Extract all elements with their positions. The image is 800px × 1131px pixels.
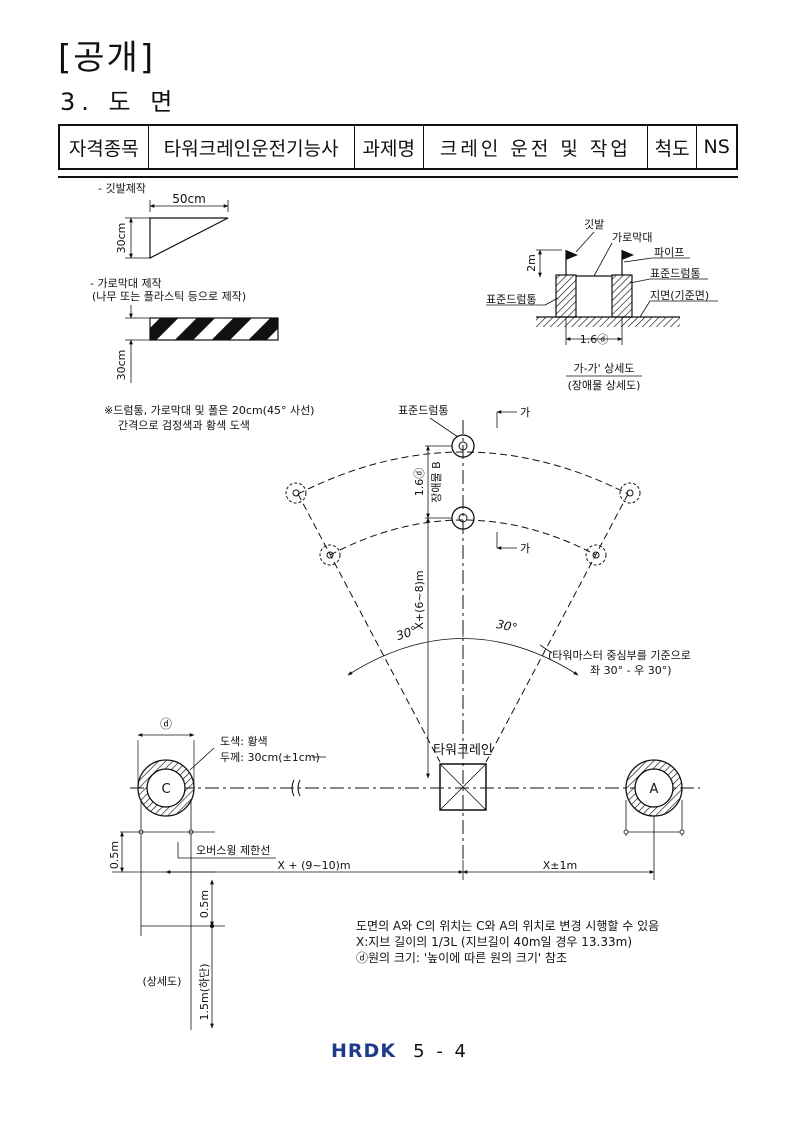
- circle-c-label: C: [161, 782, 170, 797]
- angle-note-line1: (타워마스터 중심부를 기준으로: [548, 649, 691, 662]
- bar-callout: 가로막대: [612, 231, 652, 244]
- flag-shape: [149, 217, 229, 259]
- task-label: 과제명: [353, 124, 424, 170]
- note-line2: X:지브 길이의 1/3L (지브길이 40m일 경우 13.33m): [356, 935, 632, 949]
- flag-left-icon: [566, 250, 578, 260]
- tower-crane: [439, 763, 487, 811]
- note-line3: ⓓ원의 크기: '높이에 따른 원의 크기' 참조: [356, 951, 567, 965]
- section-detail-subtitle: (장애물 상세도): [568, 379, 641, 392]
- bar-detail-subtitle: (나무 또는 플라스틱 등으로 제작): [92, 290, 246, 303]
- circle-a-label: A: [650, 782, 659, 797]
- drum-note-line2: 간격으로 검정색과 황색 도색: [118, 419, 250, 432]
- drum-outer-left: [285, 482, 307, 504]
- section-mark-bottom: 가: [520, 542, 530, 555]
- page-number: 5 - 4: [413, 1040, 469, 1062]
- bar-detail: - 가로막대 제작 (나무 또는 플라스틱 등으로 제작) 30cm: [90, 277, 279, 383]
- angle-note-line2: 좌 30° - 우 30°): [590, 664, 671, 677]
- footer: HRDK 5 - 4: [0, 1040, 800, 1062]
- drum-note-line1: ※드럼통, 가로막대 및 폴은 20cm(45° 사선): [104, 404, 314, 417]
- task-value: 크레인 운전 및 작업: [422, 124, 649, 170]
- drum-left: [555, 274, 577, 318]
- plan-spacing-label: 1.6ⓓ: [413, 468, 426, 497]
- drum-inner-left: [319, 544, 341, 566]
- drum-left-callout: 표준드럼통: [486, 293, 537, 306]
- flag-right-icon: [622, 250, 634, 260]
- detail-half-m-label: 0.5m: [198, 890, 211, 918]
- flag-detail-title: - 깃발제작: [98, 182, 146, 195]
- ground-callout: 지면(기준면): [650, 289, 709, 302]
- obstacle-b-label: 장애물 B: [430, 461, 443, 502]
- dist-right-label: X±1m: [543, 859, 577, 872]
- pipe-callout: 파이프: [654, 246, 684, 259]
- radial-label: X+(6~8)m: [413, 570, 426, 629]
- field-value: 타워크레인운전기능사: [147, 124, 355, 170]
- scale-value: NS: [696, 124, 738, 170]
- drum-outer-right: [619, 482, 641, 504]
- diameter-label: ⓓ: [160, 717, 172, 731]
- drum-inner-right: [585, 544, 607, 566]
- overswing-label: 오버스윙 제한선: [196, 844, 270, 857]
- section-height-label: 2m: [525, 254, 538, 272]
- flag-detail: - 깃발제작 50cm 30cm: [98, 182, 229, 259]
- flag-callout: 깃발: [584, 218, 604, 231]
- field-label: 자격종목: [58, 124, 149, 170]
- section-mark-top: 가: [520, 406, 530, 419]
- drum-right-callout: 표준드럼통: [650, 267, 701, 280]
- bar-height-label: 30cm: [115, 350, 128, 381]
- section-title: 3. 도 면: [60, 88, 179, 116]
- section-width-label: 1.6ⓓ: [580, 333, 609, 346]
- hrdk-logo: HRDK: [331, 1040, 397, 1062]
- flag-width-label: 50cm: [172, 192, 206, 206]
- angle-left-label: 30°: [394, 623, 419, 643]
- detail-title: (상세도): [143, 975, 182, 988]
- plan-view: 표준드럼통 가 가: [108, 404, 700, 1030]
- crane-label: 타워크레인: [433, 743, 493, 758]
- info-table: 자격종목 타워크레인운전기능사 과제명 크레인 운전 및 작업 척도 NS: [58, 124, 738, 170]
- scale-label: 척도: [646, 124, 698, 170]
- thickness-label: 두께: 30cm(±1cm): [220, 751, 320, 764]
- header-divider: [58, 176, 738, 178]
- angle-right-label: 30°: [495, 617, 519, 635]
- flag-height-label: 30cm: [115, 223, 128, 254]
- drum-right: [611, 274, 633, 318]
- target-circle-a: A: [625, 759, 683, 817]
- striped-bar: [149, 317, 279, 341]
- section-detail: 2m 1.6ⓓ 깃발 가로막대 파이프 표준드럼통 지면(기준면) 표준드럼통 …: [486, 218, 718, 392]
- bar-detail-title: - 가로막대 제작: [90, 277, 162, 290]
- plan-drum-label: 표준드럼통: [398, 404, 449, 417]
- dist-left-label: X + (9~10)m: [277, 859, 350, 872]
- note-line1: 도면의 A와 C의 위치는 C와 A의 위치로 변경 시행할 수 있음: [356, 918, 659, 933]
- paint-label: 도색: 황색: [220, 735, 268, 748]
- detail-bottom-label: 1.5m(하단): [197, 963, 211, 1020]
- target-circle-c: C: [137, 759, 195, 817]
- half-m-label: 0.5m: [108, 841, 121, 869]
- section-detail-title: 가-가' 상세도: [573, 362, 634, 375]
- angle-arc: [347, 638, 579, 676]
- page-header: [공개]: [58, 38, 156, 78]
- ground-hatch: [536, 317, 680, 327]
